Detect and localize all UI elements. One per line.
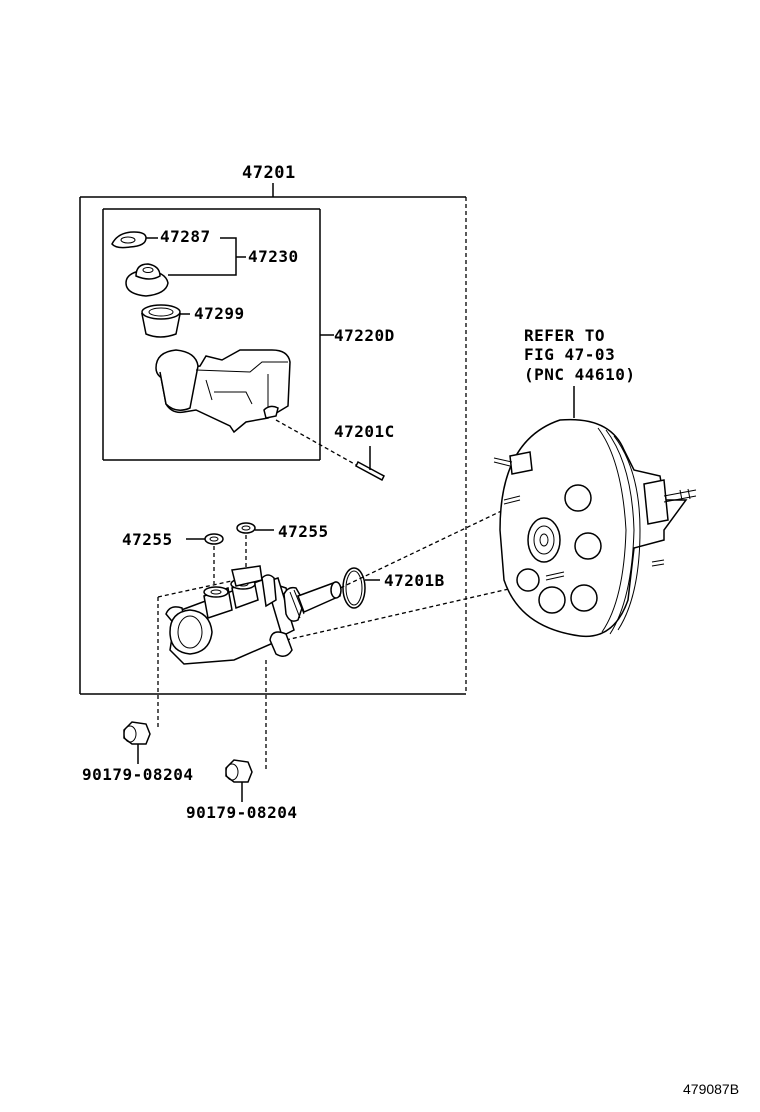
- reservoir-tank-part: [155, 349, 291, 434]
- figure-id: 479087B: [683, 1081, 740, 1097]
- callout-47201b: 47201B: [384, 571, 445, 590]
- reservoir-gasket-part: [111, 231, 158, 249]
- callout-47255-left: 47255: [122, 530, 173, 549]
- callout-47255-right: 47255: [278, 522, 329, 541]
- callout-47230: 47230: [248, 247, 299, 266]
- reservoir-kit-bracket: [168, 237, 246, 276]
- reference-note-line1: REFER TO: [524, 326, 606, 345]
- reservoir-outline-box: [102, 208, 334, 461]
- assembly-outline-box: [79, 183, 467, 695]
- reference-note-line2: FIG 47-03: [524, 345, 616, 364]
- nut-left-part: [123, 721, 151, 764]
- brake-booster-part: [493, 386, 697, 638]
- callout-47201: 47201: [242, 163, 296, 183]
- master-cylinder-part: [157, 504, 549, 772]
- callout-90179-08204-bottom: 90179-08204: [186, 803, 298, 822]
- grommet-left-part: [186, 533, 224, 584]
- callout-47220d: 47220D: [334, 326, 395, 345]
- o-ring-part: [342, 567, 380, 609]
- reservoir-cap-part: [125, 263, 169, 297]
- reservoir-pin-part: [275, 419, 385, 482]
- nut-bottom-part: [225, 759, 253, 802]
- reference-note-line3: (PNC 44610): [524, 365, 636, 384]
- callout-47287: 47287: [160, 227, 211, 246]
- callout-90179-08204-left: 90179-08204: [82, 765, 194, 784]
- reservoir-grommet-part: [141, 304, 190, 338]
- callout-47201c: 47201C: [334, 422, 395, 441]
- callout-47299: 47299: [194, 304, 245, 323]
